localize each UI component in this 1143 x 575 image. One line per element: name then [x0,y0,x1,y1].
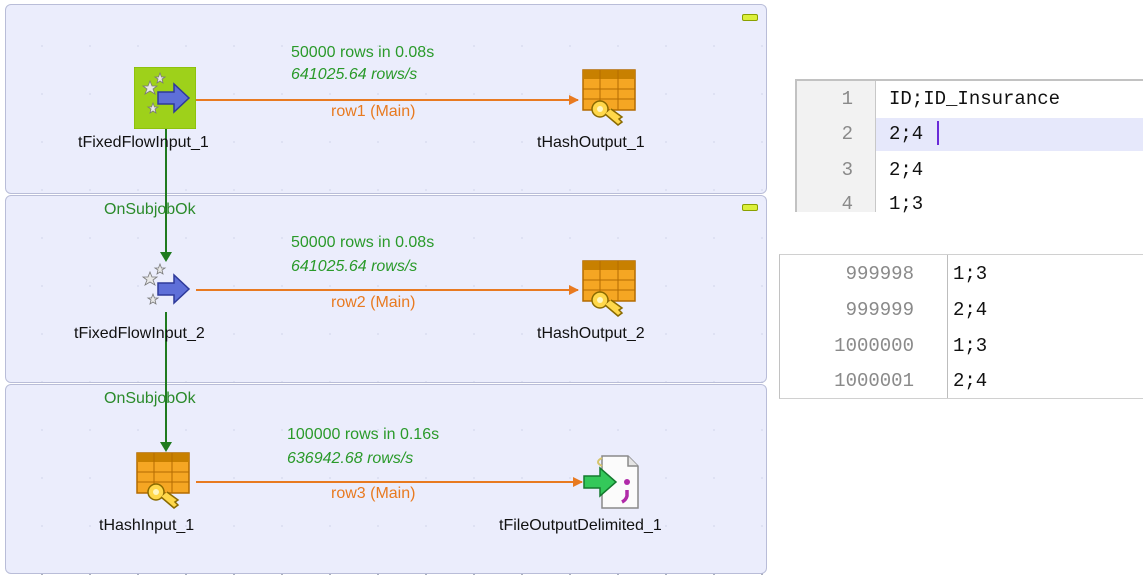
row1-rate-stat: 641025.64 rows/s [291,66,418,83]
tfileoutputdelimited-1-label: tFileOutputDelimited_1 [499,517,662,534]
thashoutput-2-component[interactable] [578,258,638,318]
line-number: 2 [841,123,853,145]
subjob-3[interactable] [5,384,767,574]
hash-output-icon [582,69,636,126]
file-line[interactable]: 2;4 [889,159,924,181]
line-number: 1000001 [834,370,914,392]
fixed-flow-input-icon [141,262,191,305]
onsubjobok-arrow-2 [160,442,172,452]
subjob-1-collapse-button[interactable] [742,14,758,21]
file-line[interactable]: 1;3 [953,263,988,285]
thashoutput-1-label: tHashOutput_1 [537,134,645,151]
hash-input-icon [136,452,190,509]
line-number-gutter [780,255,948,398]
subjob-2-collapse-button[interactable] [742,204,758,211]
row3-connection-label[interactable]: row3 (Main) [331,485,416,502]
thashoutput-1-component[interactable] [578,67,638,127]
line-number: 999998 [845,263,914,285]
hash-output-icon [582,260,636,317]
onsubjobok-label-1[interactable]: OnSubjobOk [104,201,196,218]
row2-rows-stat: 50000 rows in 0.08s [291,234,435,251]
file-line[interactable]: ID;ID_Insurance [889,88,1061,110]
fixed-flow-input-icon [133,66,197,130]
file-line[interactable]: 1;3 [953,335,988,357]
file-line[interactable]: 2;4 [889,123,924,145]
line-number: 1 [841,88,853,110]
thashinput-1-label: tHashInput_1 [99,517,195,534]
thashinput-1-component[interactable] [134,450,194,510]
thashoutput-2-label: tHashOutput_2 [537,325,645,342]
tfileoutputdelimited-1-component[interactable] [582,452,642,512]
row3-rows-stat: 100000 rows in 0.16s [287,426,440,443]
tfixedflowinput-1-component[interactable] [133,66,197,130]
tfixedflowinput-2-component[interactable] [134,258,194,318]
line-number-gutter [797,81,876,212]
onsubjobok-label-2[interactable]: OnSubjobOk [104,390,196,407]
line-number: 999999 [845,299,914,321]
output-file-tail-panel[interactable]: 999998 1;3 999999 2;4 1000000 1;3 100000… [779,254,1143,399]
file-line[interactable]: 2;4 [953,370,988,392]
row1-connection-label[interactable]: row1 (Main) [331,103,416,120]
job-designer-canvas[interactable]: tFixedFlowInput_1 tHashOutput_1 50000 ro… [0,0,772,575]
row2-connection-label[interactable]: row2 (Main) [331,294,416,311]
file-line[interactable]: 1;3 [889,193,924,215]
text-cursor [937,121,939,145]
tfixedflowinput-2-label: tFixedFlowInput_2 [74,325,205,342]
file-output-delimited-icon [583,455,639,509]
file-line[interactable]: 2;4 [953,299,988,321]
connections-layer [160,95,583,487]
line-number: 1000000 [834,335,914,357]
line-number: 4 [841,193,853,215]
row1-rows-stat: 50000 rows in 0.08s [291,44,435,61]
tfixedflowinput-1-label: tFixedFlowInput_1 [78,134,209,151]
current-line-highlight [876,118,1143,151]
row3-rate-stat: 636942.68 rows/s [287,450,414,467]
output-file-head-panel[interactable]: 1 ID;ID_Insurance 2 2;4 3 2;4 4 1;3 [795,79,1143,215]
line-number: 3 [841,159,853,181]
onsubjobok-arrow-1 [160,252,172,262]
row2-rate-stat: 641025.64 rows/s [291,258,418,275]
